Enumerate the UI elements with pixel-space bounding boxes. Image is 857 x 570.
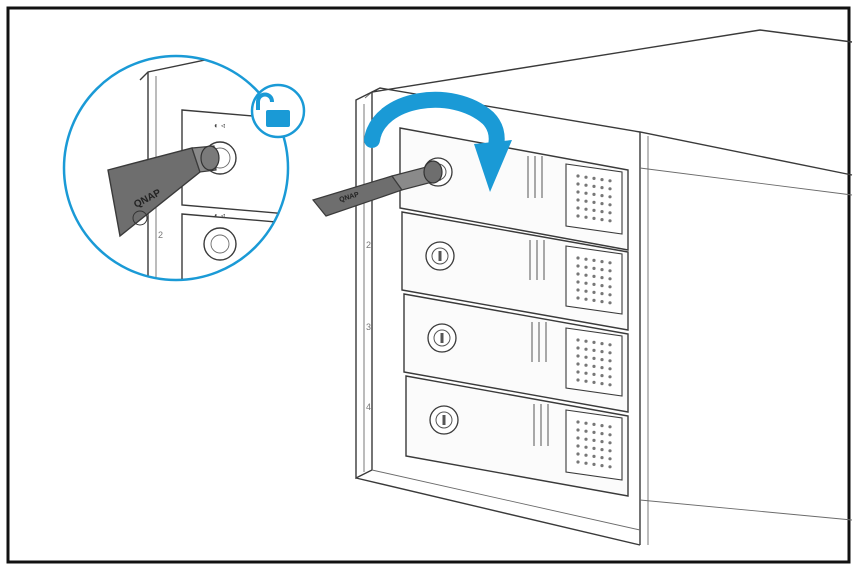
- inset-bay-number: 2: [158, 230, 163, 240]
- drive-tray[interactable]: [405, 375, 629, 497]
- vent-grille: [565, 409, 623, 481]
- bay-number: 2: [366, 240, 371, 250]
- drive-tray[interactable]: [403, 293, 629, 413]
- bay-number: 3: [366, 322, 371, 332]
- svg-text:◐ ◃: ◐ ◃: [214, 121, 225, 130]
- key-main: QNAP: [311, 160, 443, 217]
- vent-grille: [565, 163, 623, 235]
- nas-chassis: [355, 29, 853, 546]
- inset-magnified-view: ◐ ◃ ◐ ◃ 2 QNAP: [62, 54, 290, 282]
- bay-number: 4: [366, 402, 371, 412]
- unlock-icon: [250, 83, 306, 139]
- drive-tray[interactable]: [399, 127, 629, 251]
- drive-tray[interactable]: [401, 211, 629, 331]
- vent-grille: [565, 245, 623, 315]
- vent-grille: [565, 327, 623, 397]
- drive-trays: [399, 127, 629, 497]
- svg-text:◐ ◃: ◐ ◃: [214, 211, 225, 220]
- rotate-clockwise-arrow-icon: [364, 91, 512, 192]
